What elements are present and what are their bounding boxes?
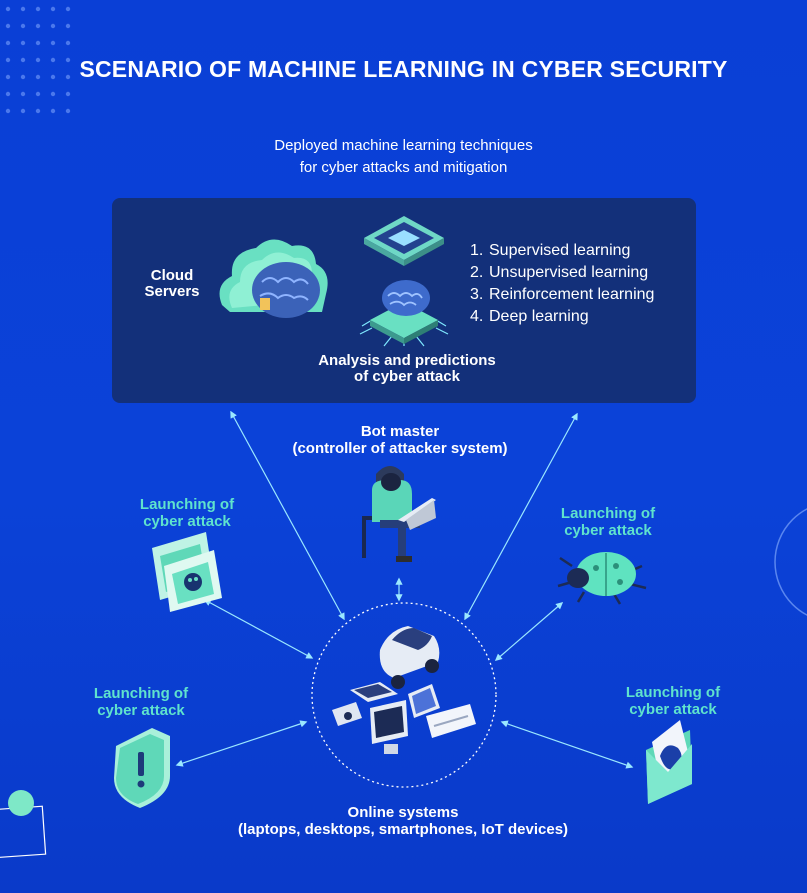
- technique-item: 4. Deep learning: [470, 306, 654, 328]
- ml-techniques-list: 1. Supervised learning 2. Unsupervised lea…: [470, 240, 654, 328]
- technique-number: 4.: [470, 308, 484, 325]
- cloud-servers-label: Cloud Servers: [132, 268, 212, 300]
- cloud-label-line-1: Cloud: [150, 267, 194, 284]
- online-systems-label: Online systems (laptops, desktops, smart…: [180, 804, 626, 838]
- technique-number: 1.: [470, 242, 484, 259]
- connection-arrows: [175, 410, 634, 769]
- launch-line-1: Launching of: [625, 684, 721, 701]
- launch-line-1: Launching of: [560, 505, 656, 522]
- online-systems-ring: [311, 602, 497, 788]
- technique-item: 2. Unsupervised learning: [470, 262, 654, 284]
- dot-grid-decoration: [5, 6, 71, 114]
- bot-master-line-1: Bot master: [360, 423, 440, 440]
- analysis-label-line-2: of cyber attack: [354, 368, 460, 385]
- launch-line-2: cyber attack: [97, 702, 185, 719]
- technique-label: Reinforcement learning: [489, 286, 655, 303]
- launch-line-2: cyber attack: [629, 701, 717, 718]
- decor-bottom-left: [0, 790, 47, 859]
- launch-line-2: cyber attack: [564, 522, 652, 539]
- launch-line-2: cyber attack: [143, 513, 231, 530]
- bot-master-line-2: (controller of attacker system): [292, 440, 508, 457]
- technique-label: Deep learning: [489, 308, 589, 325]
- online-systems-line-1: Online systems: [347, 804, 459, 821]
- launch-label-bottom-left: Launching of cyber attack: [76, 685, 206, 719]
- bot-master-label: Bot master (controller of attacker syste…: [250, 423, 550, 457]
- technique-item: 1. Supervised learning: [470, 240, 654, 262]
- subtitle-line-2: for cyber attacks and mitigation: [299, 159, 508, 176]
- decor-circle-right: [774, 508, 807, 616]
- cloud-label-line-2: Servers: [144, 283, 200, 300]
- analysis-label-line-1: Analysis and predictions: [318, 352, 496, 369]
- launch-line-1: Launching of: [139, 496, 235, 513]
- page-title: SCENARIO OF MACHINE LEARNING IN CYBER SE…: [79, 56, 728, 82]
- technique-number: 2.: [470, 264, 484, 281]
- technique-label: Supervised learning: [489, 242, 631, 259]
- launch-line-1: Launching of: [93, 685, 189, 702]
- technique-label: Unsupervised learning: [489, 264, 649, 281]
- technique-item: 3. Reinforcement learning: [470, 284, 654, 306]
- online-systems-line-2: (laptops, desktops, smartphones, IoT dev…: [237, 821, 569, 838]
- subtitle: Deployed machine learning techniques for…: [0, 135, 807, 179]
- launch-label-top-left: Launching of cyber attack: [122, 496, 252, 530]
- launch-label-top-right: Launching of cyber attack: [543, 505, 673, 539]
- analysis-label: Analysis and predictions of cyber attack: [300, 353, 514, 385]
- launch-label-bottom-right: Launching of cyber attack: [608, 684, 738, 718]
- subtitle-line-1: Deployed machine learning techniques: [274, 137, 533, 154]
- technique-number: 3.: [470, 286, 484, 303]
